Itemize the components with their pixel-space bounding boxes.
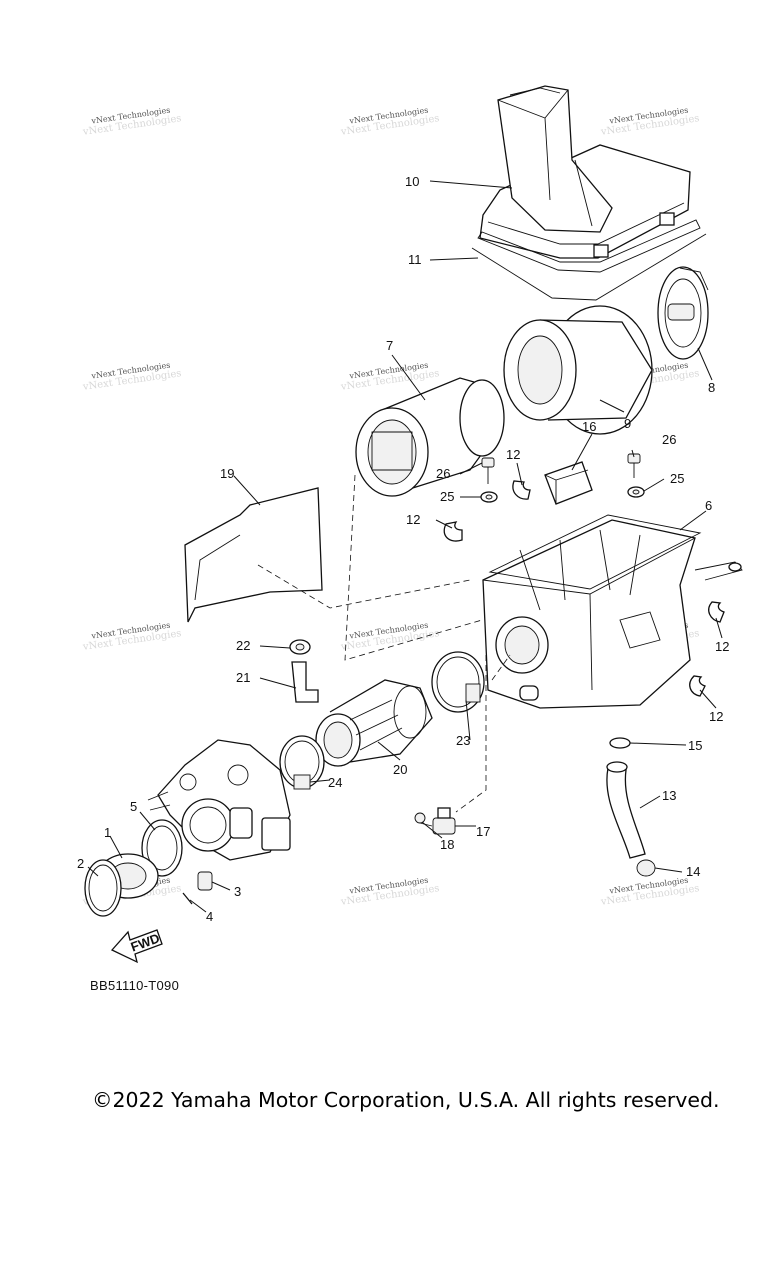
part-22-clip (289, 639, 311, 655)
part-21-joint (291, 661, 319, 703)
callout-26-right: 26 (662, 432, 676, 447)
part-26-screw-left (481, 457, 495, 484)
part-6-airbox-case (482, 514, 743, 709)
part-10-airbox-cap (479, 85, 691, 259)
callout-3: 3 (234, 884, 241, 899)
callout-12-right-upper: 12 (715, 639, 729, 654)
callout-21: 21 (236, 670, 250, 685)
callout-1: 1 (104, 825, 111, 840)
part-2-o-ring (84, 859, 122, 917)
part-11-gasket (471, 219, 707, 301)
callout-5: 5 (130, 799, 137, 814)
callout-26-left: 26 (436, 466, 450, 481)
callout-18: 18 (440, 837, 454, 852)
callout-8: 8 (708, 380, 715, 395)
part-12-clip-right-upper (708, 601, 725, 623)
part-12-clip-top (512, 480, 531, 500)
part-25-washer-left (480, 491, 498, 503)
callout-7: 7 (386, 338, 393, 353)
part-18-screw (414, 812, 433, 827)
callout-11: 11 (408, 252, 422, 267)
assembly-lines (257, 474, 511, 813)
callout-4: 4 (206, 909, 213, 924)
callout-16: 16 (582, 419, 596, 434)
callout-22: 22 (236, 638, 250, 653)
part-17-sensor (432, 807, 456, 835)
callout-25-right: 25 (670, 471, 684, 486)
part-13-drain-hose (606, 761, 646, 859)
fwd-arrow: FWD (110, 929, 163, 964)
throttle-body (147, 739, 291, 861)
fwd-arrow-label: FWD (129, 930, 162, 954)
part-20-air-duct (315, 679, 433, 767)
callout-numbers: 10 11 7 8 9 16 12 26 25 26 25 6 12 12 12… (77, 174, 729, 924)
callout-14: 14 (686, 864, 700, 879)
callout-6: 6 (705, 498, 712, 513)
callout-23: 23 (456, 733, 470, 748)
part-23-band (431, 651, 485, 713)
part-16-foam-block (544, 461, 593, 505)
part-9-filter-element (503, 305, 653, 435)
callout-25-left: 25 (440, 489, 454, 504)
callout-15: 15 (688, 738, 702, 753)
callout-12-left: 12 (406, 512, 420, 527)
callout-17: 17 (476, 824, 490, 839)
part-14-drain-plug (636, 859, 656, 877)
part-7-foam-filter (355, 377, 505, 497)
callout-10: 10 (405, 174, 419, 189)
part-26-screw-right (627, 453, 641, 478)
callout-20: 20 (393, 762, 407, 777)
callout-12-top: 12 (506, 447, 520, 462)
part-3-bolt (197, 871, 213, 891)
callout-13: 13 (662, 788, 676, 803)
callout-9: 9 (624, 416, 631, 431)
copyright-notice: ©2022 Yamaha Motor Corporation, U.S.A. A… (92, 1088, 720, 1112)
part-19-heat-shield (184, 487, 323, 623)
callout-19: 19 (220, 466, 234, 481)
part-15-hose-clamp (609, 737, 631, 749)
callout-24: 24 (328, 775, 342, 790)
diagram-code: BB51110-T090 (90, 978, 180, 993)
part-4-pin (182, 892, 193, 905)
callout-2: 2 (77, 856, 84, 871)
callout-12-right-lower: 12 (709, 709, 723, 724)
part-12-clip-left (443, 521, 463, 542)
leader-lines (87, 180, 723, 913)
part-25-washer-right (627, 486, 645, 498)
part-8-end-cap (657, 266, 709, 360)
